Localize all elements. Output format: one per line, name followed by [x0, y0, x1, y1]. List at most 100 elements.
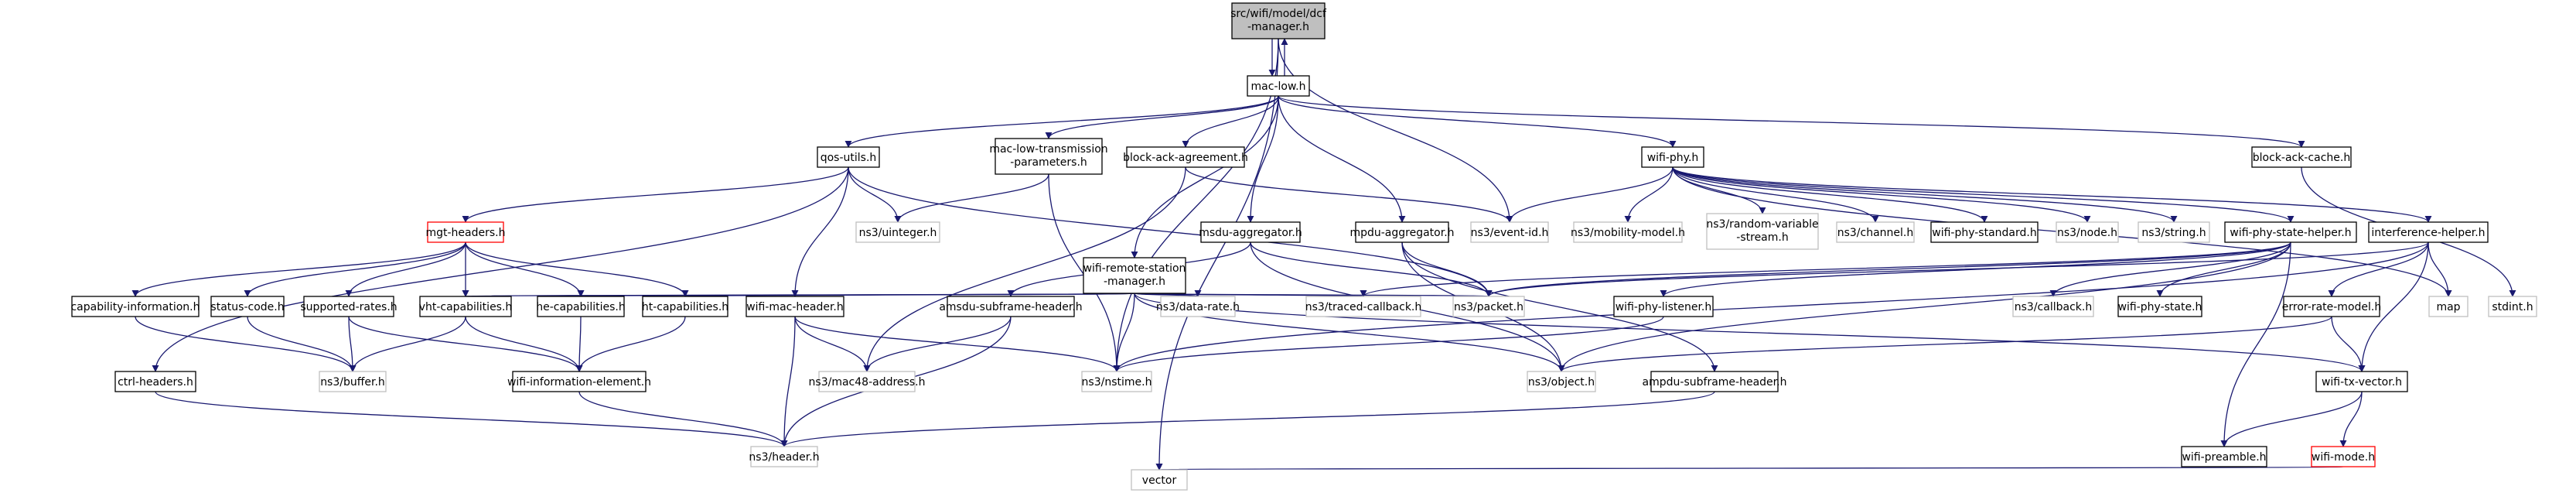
node-wie[interactable]: wifi-information-element.h [507, 371, 651, 392]
node-box [2315, 371, 2408, 392]
node-wmode[interactable]: wifi-mode.h [2311, 446, 2376, 467]
node-box [210, 296, 285, 317]
edge-dcf-to-nstime [1113, 38, 1279, 372]
node-label: ns3/traced-callback.h [1305, 301, 1422, 313]
node-stdint[interactable]: stdint.h [2488, 296, 2537, 317]
node-node[interactable]: ns3/node.h [2056, 221, 2119, 243]
edge-wpsh-to-traced [1360, 241, 2291, 297]
node-label: -parameters.h [1010, 156, 1087, 169]
edge-wifiphy-to-mobility [1624, 166, 1674, 223]
node-randvar[interactable]: ns3/random-variable-stream.h [1706, 213, 1819, 250]
edge-maclow-to-mpdu [1278, 95, 1406, 223]
edge-msdu-to-packet [1250, 241, 1493, 297]
node-eventid[interactable]: ns3/event-id.h [1470, 221, 1549, 243]
node-status[interactable]: status-code.h [210, 296, 285, 317]
edge-dcf-to-vector [1155, 38, 1279, 471]
node-string[interactable]: ns3/string.h [2138, 221, 2210, 243]
node-callback[interactable]: ns3/callback.h [2012, 296, 2094, 317]
node-ctrl[interactable]: ctrl-headers.h [114, 371, 196, 392]
edge-mgt-to-capinfo [131, 241, 466, 297]
node-ampdu[interactable]: ampdu-subframe-header.h [1643, 371, 1787, 392]
node-he[interactable]: he-capabilities.h [536, 296, 626, 317]
node-box [995, 138, 1103, 175]
node-label: ns3/nstime.h [1082, 376, 1152, 389]
edge-wifiphy-to-node [1672, 166, 2091, 223]
node-vector[interactable]: vector [1131, 469, 1188, 491]
node-preamble[interactable]: wifi-preamble.h [2181, 446, 2267, 467]
node-label: wifi-phy.h [1647, 152, 1699, 164]
node-qos[interactable]: qos-utils.h [817, 146, 880, 168]
node-mpdu[interactable]: mpdu-aggregator.h [1349, 221, 1455, 243]
node-label: wifi-phy-standard.h [1932, 227, 2036, 239]
edge-ih-to-nstime [1113, 241, 2429, 372]
node-label: ampdu-subframe-header.h [1643, 376, 1787, 389]
node-nstime[interactable]: ns3/nstime.h [1081, 371, 1152, 392]
node-suprates[interactable]: supported-rates.h [300, 296, 397, 317]
node-box [2056, 221, 2119, 243]
edge-vht-to-buffer [349, 316, 466, 372]
node-channel[interactable]: ns3/channel.h [1836, 221, 1915, 243]
node-label: map [2436, 301, 2460, 313]
node-box [1305, 296, 1421, 317]
node-map[interactable]: map [2428, 296, 2469, 317]
node-box [1930, 221, 2039, 243]
node-box [750, 446, 818, 467]
node-capinfo[interactable]: capability-information.h [70, 296, 200, 317]
node-wrsm[interactable]: wifi-remote-station-manager.h [1083, 257, 1186, 294]
node-erm[interactable]: error-rate-model.h [2282, 296, 2381, 317]
node-ih[interactable]: interference-helper.h [2368, 221, 2489, 243]
node-label: capability-information.h [70, 301, 200, 313]
node-label: wifi-preamble.h [2182, 451, 2266, 464]
edge-mgt-to-suprates [345, 241, 466, 297]
node-vht[interactable]: vht-capabilities.h [419, 296, 513, 317]
node-header[interactable]: ns3/header.h [749, 446, 820, 467]
node-bac[interactable]: block-ack-cache.h [2251, 146, 2352, 168]
node-buffer[interactable]: ns3/buffer.h [319, 371, 387, 392]
node-box [114, 371, 196, 392]
node-mac48[interactable]: ns3/mac48-address.h [809, 371, 926, 392]
edge-qos-to-uint [848, 166, 902, 223]
node-traced[interactable]: ns3/traced-callback.h [1305, 296, 1422, 317]
edge-baa-to-eventid [1185, 166, 1513, 223]
node-box [2117, 296, 2202, 317]
node-wifiphy[interactable]: wifi-phy.h [1641, 146, 1704, 168]
node-dcf[interactable]: src/wifi/model/dcf-manager.h [1230, 2, 1327, 39]
node-object[interactable]: ns3/object.h [1527, 371, 1596, 392]
edge-mgt-to-status [244, 241, 466, 297]
node-amsdu[interactable]: amsdu-subframe-header.h [939, 296, 1083, 317]
node-packet[interactable]: ns3/packet.h [1452, 296, 1525, 317]
node-label: ns3/data-rate.h [1156, 301, 1240, 313]
edge-ih-to-erm [2328, 241, 2429, 297]
node-wpsh[interactable]: wifi-phy-state-helper.h [2224, 221, 2357, 243]
node-box [1247, 75, 1310, 97]
edge-maclow-to-baa [1182, 95, 1279, 148]
node-wpstate[interactable]: wifi-phy-state.h [2117, 296, 2202, 317]
node-label: vht-capabilities.h [419, 301, 513, 313]
edge-wrsm-to-nstime [1113, 293, 1135, 372]
node-msdu[interactable]: msdu-aggregator.h [1199, 221, 1302, 243]
node-wps[interactable]: wifi-phy-standard.h [1930, 221, 2039, 243]
node-baa[interactable]: block-ack-agreement.h [1123, 146, 1248, 168]
edge-suprates-to-buffer [348, 316, 357, 372]
node-maclow[interactable]: mac-low.h [1247, 75, 1310, 97]
node-wpl[interactable]: wifi-phy-listener.h [1613, 296, 1714, 317]
edge-wpsh-to-wpl [1660, 241, 2291, 297]
node-label: ns3/buffer.h [320, 376, 385, 389]
node-label: ns3/node.h [2057, 227, 2117, 239]
node-box [427, 221, 504, 243]
node-wtv[interactable]: wifi-tx-vector.h [2315, 371, 2408, 392]
edge-maclow-to-bac [1278, 95, 2305, 148]
node-mobility[interactable]: ns3/mobility-model.h [1571, 221, 1685, 243]
node-box [2311, 446, 2376, 467]
edge-capinfo-to-buffer [135, 316, 357, 372]
edge-ih-to-packet [1485, 241, 2429, 297]
node-mlt[interactable]: mac-low-transmission-parameters.h [989, 138, 1108, 175]
node-datarate[interactable]: ns3/data-rate.h [1156, 296, 1240, 317]
node-uint[interactable]: ns3/uinteger.h [855, 221, 940, 243]
node-box [2368, 221, 2489, 243]
node-box [2251, 146, 2352, 168]
node-mgt[interactable]: mgt-headers.h [425, 221, 506, 243]
node-ht[interactable]: ht-capabilities.h [642, 296, 728, 317]
node-box [1613, 296, 1714, 317]
node-wmh[interactable]: wifi-mac-header.h [746, 296, 844, 317]
